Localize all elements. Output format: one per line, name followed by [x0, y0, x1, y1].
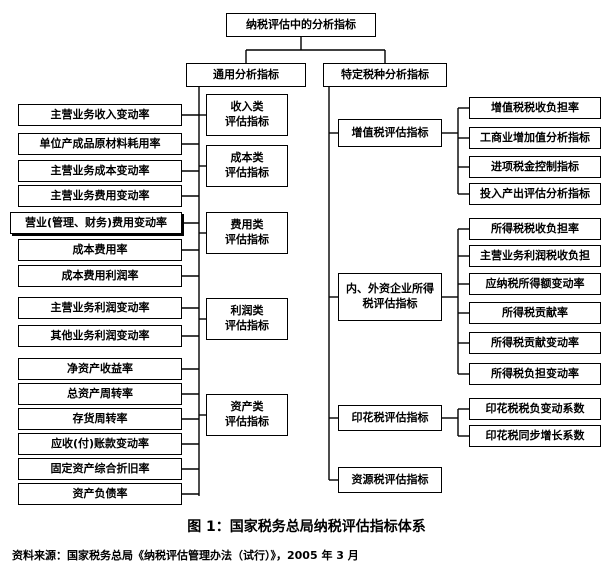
leaf-income-tax-contribution-rate: 所得税贡献率	[469, 302, 601, 324]
leaf-input-tax-control-indicator: 进项税金控制指标	[469, 156, 601, 178]
cost-group-label-1: 成本类	[230, 151, 264, 165]
leaf-operating-expense-change-rate: 营业(管理、财务)费用变动率	[10, 212, 182, 234]
leaf-vat-burden-rate: 增值税税收负担率	[469, 97, 601, 119]
leaf-main-cost-change-rate: 主营业务成本变动率	[18, 160, 182, 182]
income-tax-group-node: 内、外资企业所得 税评估指标	[338, 273, 442, 321]
root-node: 纳税评估中的分析指标	[226, 13, 376, 37]
resource-tax-group-node: 资源税评估指标	[338, 467, 442, 493]
resource-tax-group-label: 资源税评估指标	[351, 472, 429, 486]
expense-group-node: 费用类 评估指标	[206, 212, 288, 254]
asset-group-node: 资产类 评估指标	[206, 394, 288, 436]
leaf-debt-ratio: 资产负债率	[18, 483, 182, 505]
leaf-roe: 净资产收益率	[18, 358, 182, 380]
leaf-income-tax-burden-rate: 所得税税收负担率	[469, 218, 601, 240]
asset-group-label-2: 评估指标	[225, 415, 269, 428]
leaf-stamp-tax-growth-coefficient: 印花税同步增长系数	[469, 425, 601, 447]
leaf-receivable-payable-change-rate: 应收(付)账款变动率	[18, 433, 182, 455]
stamp-tax-group-node: 印花税评估指标	[338, 405, 442, 431]
leaf-unit-material-consumption-rate: 单位产成品原材料耗用率	[18, 133, 182, 155]
leaf-stamp-tax-burden-coefficient: 印花税税负变动系数	[469, 398, 601, 420]
expense-group-label-1: 费用类	[230, 218, 264, 232]
leaf-industrial-value-added-indicator: 工商业增加值分析指标	[469, 127, 601, 149]
source-note: 资料来源：国家税务总局《纳税评估管理办法（试行）》，2005 年 3 月	[12, 549, 359, 562]
vat-group-node: 增值税评估指标	[338, 119, 442, 147]
leaf-cost-expense-profit-rate: 成本费用利润率	[18, 265, 182, 287]
cost-group-node: 成本类 评估指标	[206, 145, 288, 187]
leaf-main-expense-change-rate: 主营业务费用变动率	[18, 185, 182, 207]
leaf-income-tax-contribution-change-rate: 所得税贡献变动率	[469, 332, 601, 354]
profit-group-label-1: 利润类	[230, 304, 264, 318]
income-group-label-1: 收入类	[230, 100, 264, 114]
cost-group-label-2: 评估指标	[225, 166, 269, 179]
income-tax-group-label-2: 税评估指标	[362, 297, 418, 310]
leaf-input-output-indicator: 投入产出评估分析指标	[469, 183, 601, 205]
income-group-label-2: 评估指标	[225, 115, 269, 128]
figure-caption: 图 1：国家税务总局纳税评估指标体系	[187, 519, 426, 535]
general-indicators-node: 通用分析指标	[186, 63, 306, 87]
leaf-taxable-income-change-rate: 应纳税所得额变动率	[469, 273, 601, 295]
leaf-cost-expense-rate: 成本费用率	[18, 239, 182, 261]
leaf-main-profit-change-rate: 主营业务利润变动率	[18, 297, 182, 319]
stamp-tax-group-label: 印花税评估指标	[351, 410, 429, 424]
expense-group-label-2: 评估指标	[225, 233, 269, 246]
leaf-other-profit-change-rate: 其他业务利润变动率	[18, 325, 182, 347]
income-tax-group-label-1: 内、外资企业所得	[346, 282, 434, 296]
leaf-income-tax-burden-change-rate: 所得税负担变动率	[469, 363, 601, 385]
leaf-fixed-asset-depreciation-rate: 固定资产综合折旧率	[18, 458, 182, 480]
income-group-node: 收入类 评估指标	[206, 94, 288, 136]
vat-group-label: 增值税评估指标	[351, 125, 429, 139]
asset-group-label-1: 资产类	[230, 400, 264, 414]
leaf-inventory-turnover: 存货周转率	[18, 408, 182, 430]
special-indicators-node: 特定税种分析指标	[323, 63, 447, 87]
profit-group-node: 利润类 评估指标	[206, 298, 288, 340]
leaf-total-asset-turnover: 总资产周转率	[18, 383, 182, 405]
leaf-main-revenue-change-rate: 主营业务收入变动率	[18, 104, 182, 126]
profit-group-label-2: 评估指标	[225, 319, 269, 332]
leaf-main-profit-tax-burden: 主营业务利润税收负担	[469, 245, 601, 267]
